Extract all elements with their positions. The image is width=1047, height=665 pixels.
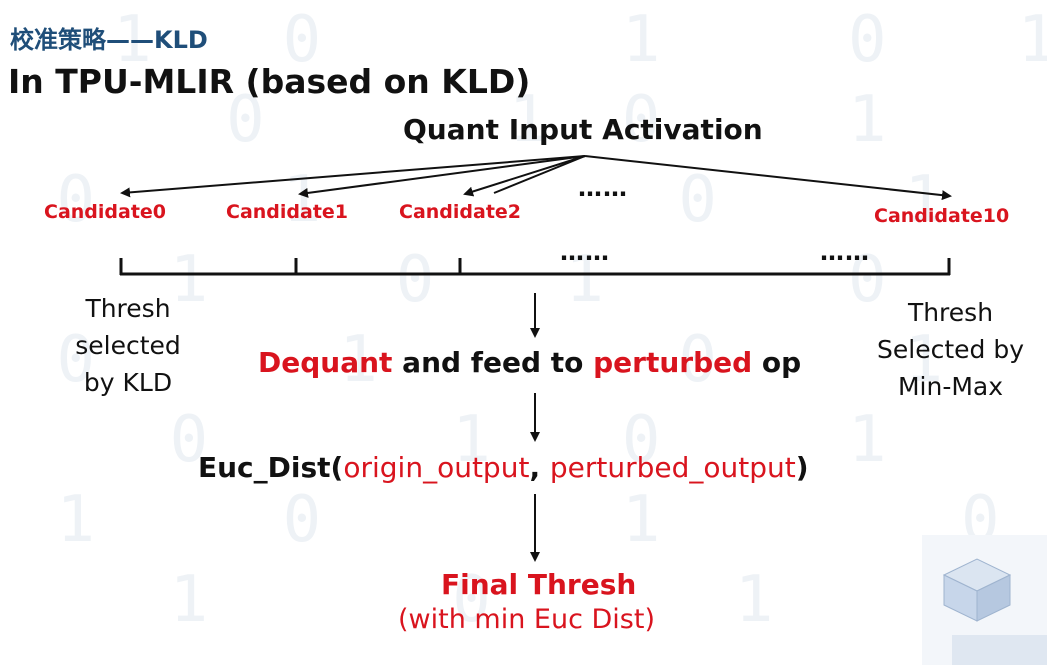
step-op-text: op [752, 346, 802, 379]
candidate-2-label: Candidate2 [399, 201, 522, 223]
final-thresh-title: Final Thresh [441, 568, 637, 601]
final-thresh-subtitle: (with min Euc Dist) [398, 604, 655, 635]
root-node-label: Quant Input Activation [403, 113, 763, 146]
step-dequant-keyword: Dequant [258, 346, 393, 379]
arrow-to-candidate1 [298, 155, 586, 198]
euc-func-name: Euc_Dist( [198, 451, 344, 484]
euc-arg-separator: , [529, 451, 550, 484]
ellipsis-top: …… [578, 174, 628, 202]
slide-title: In TPU-MLIR (based on KLD) [8, 62, 531, 101]
arrow-to-ellipsis [493, 155, 586, 194]
euc-arg-origin: origin_output [343, 451, 530, 484]
candidate-1-label: Candidate1 [226, 201, 349, 223]
step-dequant: Dequant and feed to perturbed op [258, 346, 801, 379]
decorative-chip-graphic [922, 535, 1047, 665]
candidate-0-label: Candidate0 [44, 201, 167, 223]
arrow-to-candidate2 [463, 155, 586, 197]
step-perturbed-keyword: perturbed [593, 346, 753, 379]
slide-header: 校准策略——KLD [10, 26, 208, 54]
euc-close-paren: ) [795, 451, 809, 484]
arrow-to-candidate10 [584, 155, 952, 201]
step-dequant-text: and feed to [392, 346, 594, 379]
step-euc-dist: Euc_Dist(origin_output, perturbed_output… [198, 451, 809, 484]
euc-arg-perturbed: perturbed_output [549, 451, 796, 484]
note-kld-thresh: Thresh selected by KLD [75, 294, 181, 397]
arrow-to-candidate0 [120, 155, 586, 198]
candidate-10-label: Candidate10 [874, 205, 1010, 227]
ellipsis-axis-middle: …… [560, 238, 610, 266]
ellipsis-axis-right: …… [820, 238, 870, 266]
note-minmax-thresh: Thresh Selected by Min-Max [877, 298, 1024, 401]
